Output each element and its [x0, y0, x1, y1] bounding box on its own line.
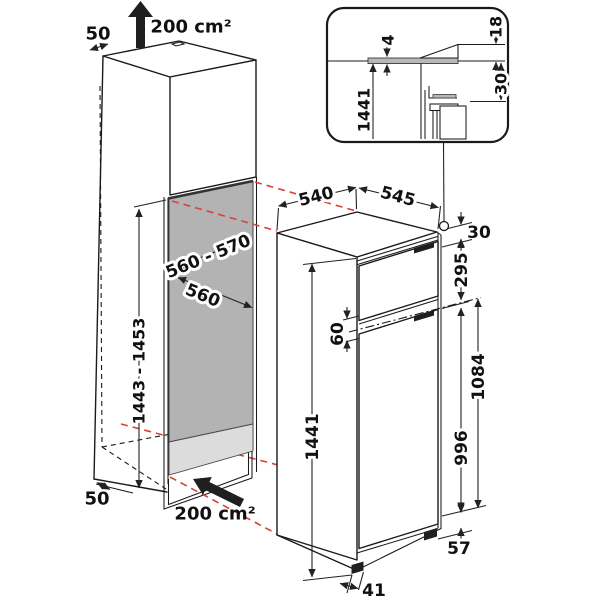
fridge-door — [358, 308, 439, 550]
appliance — [276, 211, 482, 574]
niche-floor — [168, 423, 254, 476]
rear-foot — [424, 528, 437, 541]
dim-label-freezer-door: 295 — [452, 252, 472, 288]
top-vent-notch — [170, 41, 186, 47]
dim-label-front-foot-inset: 41 — [362, 581, 386, 600]
dim-label-top-width: 545 — [378, 183, 417, 212]
vent-arrows — [128, 1, 244, 507]
bottom-vent-arrow-icon — [193, 477, 244, 507]
vent-label-top-area: 200 cm² — [150, 16, 231, 37]
appliance-top-plate — [367, 57, 459, 64]
dim-label-inset-gap: 4 — [379, 34, 398, 45]
dim-label-inset-overhang: 18 — [487, 16, 506, 38]
vent-label-bottom-area: 200 cm² — [174, 503, 255, 524]
dimension-lines — [89, 42, 487, 594]
plinth-frame-outer — [163, 451, 253, 510]
niche-back-panel — [168, 180, 254, 443]
dim-label-divider: 60 — [328, 322, 348, 346]
freezer-door-handle-recess — [414, 242, 434, 254]
divider-centerline — [348, 296, 482, 333]
dim-label-niche-bottom-clearance: 50 — [84, 488, 109, 509]
detail-leader-line — [442, 139, 445, 222]
appliance-side-face — [276, 232, 358, 561]
cabinet-upper-front — [169, 59, 257, 196]
detail-inset — [325, 6, 510, 232]
dim-label-upper-span: 1084 — [469, 353, 489, 400]
dim-label-top-depth: 540 — [297, 183, 336, 211]
dim-label-inset-offset: 30 — [492, 73, 511, 95]
top-vent-arrow-icon — [128, 1, 153, 48]
front-foot — [351, 561, 364, 574]
dim-label-niche-height-range: 1443 - 1453 — [130, 318, 149, 425]
dim-label-appliance-height: 1441 — [303, 413, 323, 460]
dim-label-lower-door: 996 — [452, 430, 472, 466]
freezer-door — [358, 240, 439, 322]
niche-top-edge — [167, 179, 254, 200]
dim-label-inset-height: 1441 — [355, 88, 374, 133]
dim-label-top-gap: 30 — [467, 223, 491, 243]
dim-label-rear-foot: 57 — [447, 539, 471, 559]
fridge-door-handle-recess — [414, 310, 434, 322]
detail-marker-circle — [438, 220, 450, 232]
dim-label-niche-top-clearance: 50 — [85, 23, 110, 44]
